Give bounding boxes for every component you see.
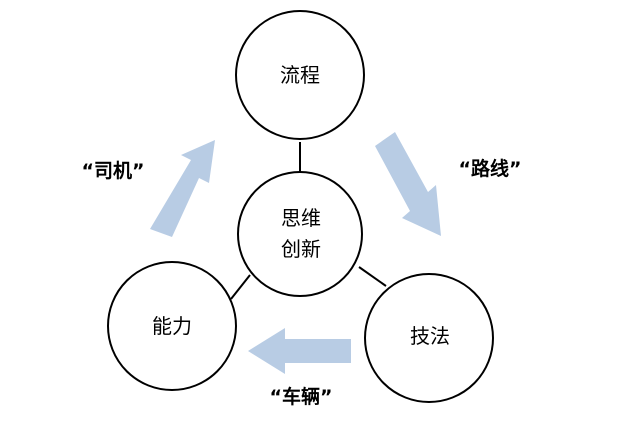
arrow-right-to-left [248,328,351,374]
node-circle-top [235,10,365,140]
node-label-center-line2: 创新 [281,237,321,261]
arrow-label-driver: “司机” [82,160,145,182]
node-circle-left [107,261,237,391]
node-label-left: 能力 [152,314,192,338]
node-circle-center [237,171,363,297]
node-label-center-line1: 思维 [281,206,321,230]
arrow-label-route: “路线” [459,157,522,180]
node-label-right: 技法 [410,324,450,348]
connector-center-right [358,266,387,287]
arrow-top-to-right [375,132,441,236]
connector-center-left [230,274,251,300]
node-circle-right [364,273,494,403]
node-label-top: 流程 [280,63,320,87]
arrow-label-vehicle: “车辆” [270,385,333,408]
arrow-left-to-top [150,140,215,237]
